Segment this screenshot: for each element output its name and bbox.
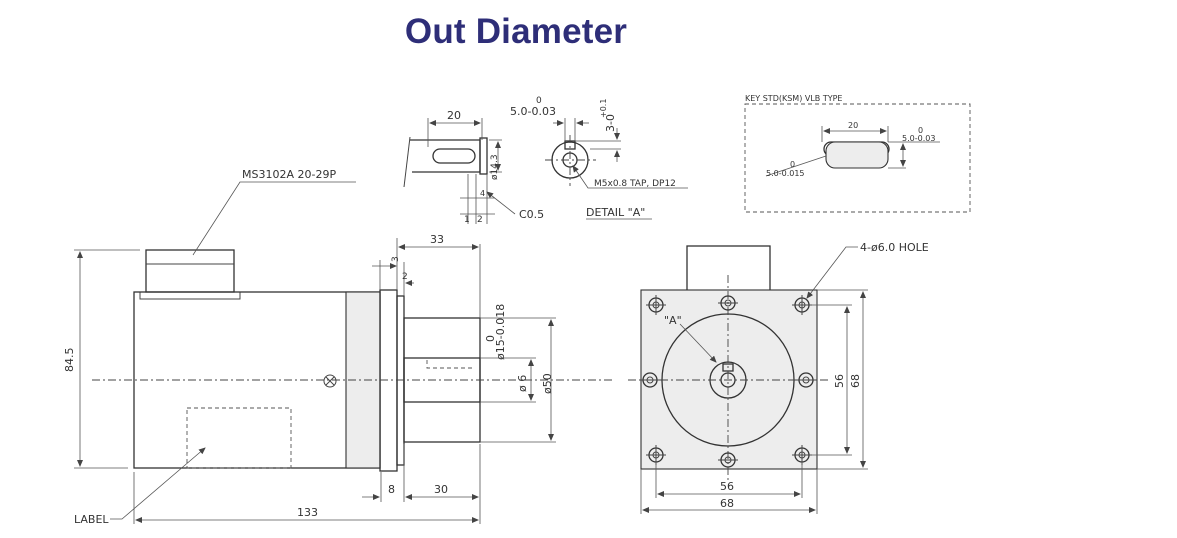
keyway-depth-tol: +0.1	[599, 99, 608, 118]
flat-dia-dim: ø 6	[516, 375, 529, 392]
pcd-vertical-dim: 56	[833, 374, 846, 388]
front-view: 4-ø6.0 HOLE "A" 56 68 56 68	[628, 241, 929, 514]
key-1-dim: 1	[464, 215, 470, 225]
key-type-length: 20	[848, 121, 858, 130]
key-type-title: KEY STD(KSM) VLB TYPE	[745, 94, 842, 103]
detail-a: 0 5.0-0.03 +0.1 3-0 M5x0.8 TAP, DP12 DET…	[510, 96, 688, 220]
side-view: MS3102A 20-29P LABEL 84.5 133 8 30 33 3 …	[63, 168, 612, 526]
shaft-detail: 20 ø14.3 4 1 2 C0.5	[403, 109, 544, 225]
connector-box	[145, 249, 235, 293]
hole-callout: 4-ø6.0 HOLE	[860, 241, 929, 254]
key-type-width: 5.0-0.03	[902, 134, 935, 143]
key-type-h-tol: 0	[790, 160, 795, 169]
key-type-height: 5.0-0.015	[766, 169, 805, 178]
keyway-depth-dim: 3-0	[604, 114, 617, 132]
square-vertical-dim: 68	[849, 374, 862, 388]
page-title: Out Diameter	[404, 12, 628, 51]
view-a-label: "A"	[664, 314, 682, 327]
length-8-dim: 8	[388, 483, 395, 496]
key-length-dim: 20	[447, 109, 461, 122]
key-type-box: KEY STD(KSM) VLB TYPE 20 0 5.0-0.03 0 5.…	[744, 94, 971, 213]
tap-label: M5x0.8 TAP, DP12	[594, 179, 676, 189]
front-flange	[640, 289, 818, 470]
detail-a-title: DETAIL "A"	[586, 206, 645, 219]
height-dim: 84.5	[63, 348, 76, 373]
square-horizontal-dim: 68	[720, 497, 734, 510]
length-30-dim: 30	[434, 483, 448, 496]
flange-step	[396, 295, 405, 466]
key-4-dim: 4	[480, 189, 485, 198]
key-shape	[825, 141, 889, 169]
keyway-width-tol: 0	[536, 96, 542, 106]
connector-label: MS3102A 20-29P	[242, 168, 336, 181]
label-callout: LABEL	[74, 513, 109, 526]
flange-2-dim: 2	[402, 272, 408, 282]
pilot-dia-dim: ø50	[541, 373, 554, 394]
key-2-dim: 2	[477, 215, 483, 225]
length-total-dim: 133	[297, 506, 318, 519]
keyway-width-dim: 5.0-0.03	[510, 105, 556, 118]
length-33-dim: 33	[430, 233, 444, 246]
key-type-w-tol: 0	[918, 126, 923, 135]
chamfer-dim: C0.5	[519, 208, 544, 221]
mount-holes	[640, 295, 816, 468]
flange-3-dim: 3	[391, 256, 401, 262]
label-plate	[186, 407, 292, 469]
shaft-dia-tol: 0	[484, 335, 497, 342]
key-dia-dim: ø14.3	[490, 154, 500, 180]
pcd-horizontal-dim: 56	[720, 480, 734, 493]
flange	[379, 289, 398, 472]
shaft-dia-dim: ø15-0.018	[494, 304, 507, 360]
